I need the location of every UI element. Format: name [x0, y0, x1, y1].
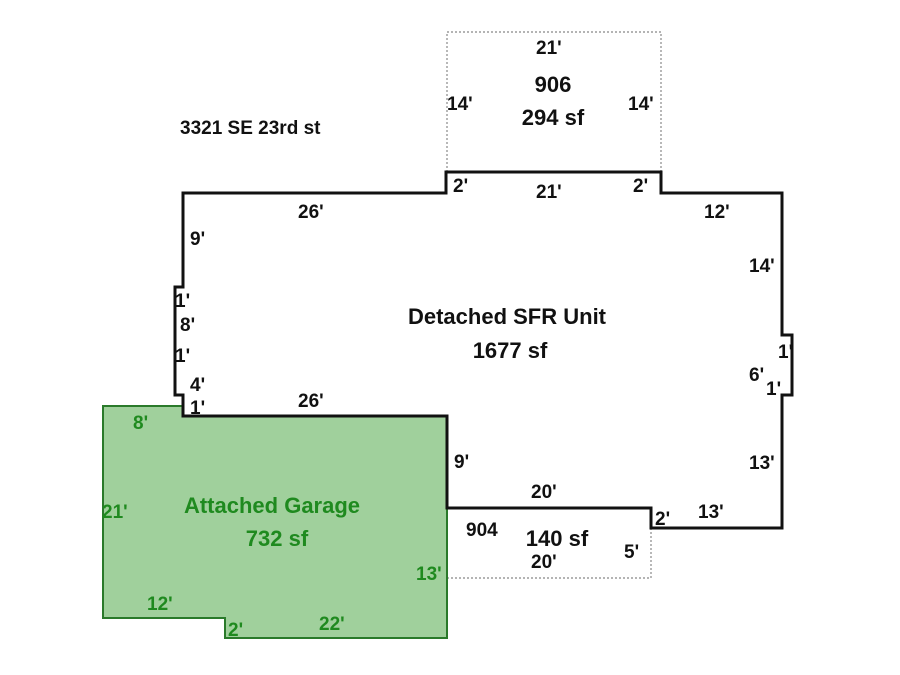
dim-label: 2': [655, 509, 670, 530]
dim-label: 20': [531, 482, 557, 503]
dim-label: 9': [190, 229, 205, 250]
main-area-size: 1677 sf: [473, 338, 548, 363]
main-area-name: Detached SFR Unit: [408, 304, 607, 329]
dim-label: 8': [180, 315, 195, 336]
dim-label: 2': [453, 176, 468, 197]
dim-label: 1': [175, 346, 190, 367]
dim-label: 21': [536, 38, 562, 59]
dim-label: 13': [698, 502, 724, 523]
garage-dim-label: 21': [102, 502, 128, 523]
dim-label: 4': [190, 375, 205, 396]
dim-label: 14': [628, 94, 654, 115]
dim-label: 9': [454, 452, 469, 473]
garage-dim-label: 12': [147, 594, 173, 615]
garage-area-size: 732 sf: [246, 526, 309, 551]
lower-addition-code: 904: [466, 520, 498, 541]
dim-label: 20': [531, 552, 557, 573]
dim-label: 14': [749, 256, 775, 277]
dim-label: 12': [704, 202, 730, 223]
garage-area-name: Attached Garage: [184, 493, 360, 518]
address-label: 3321 SE 23rd st: [180, 118, 321, 139]
dim-label: 1': [766, 379, 781, 400]
lower-addition-area: 140 sf: [526, 526, 589, 551]
garage-dim-label: 22': [319, 614, 345, 635]
dim-label: 1': [175, 291, 190, 312]
dim-label: 5': [624, 542, 639, 563]
garage-dim-label: 2': [228, 620, 243, 641]
dim-label: 1': [778, 342, 793, 363]
dim-label: 6': [749, 365, 764, 386]
upper-addition-area: 294 sf: [522, 105, 585, 130]
garage-dim-label: 13': [416, 564, 442, 585]
garage-dim-label: 8': [133, 413, 148, 434]
dim-label: 26': [298, 391, 324, 412]
upper-addition-code: 906: [535, 72, 572, 97]
dim-label: 26': [298, 202, 324, 223]
dim-label: 21': [536, 182, 562, 203]
dim-label: 13': [749, 453, 775, 474]
dim-label: 14': [447, 94, 473, 115]
main-house-outline: [173, 170, 794, 530]
dim-label: 1': [190, 398, 205, 419]
dim-label: 2': [633, 176, 648, 197]
